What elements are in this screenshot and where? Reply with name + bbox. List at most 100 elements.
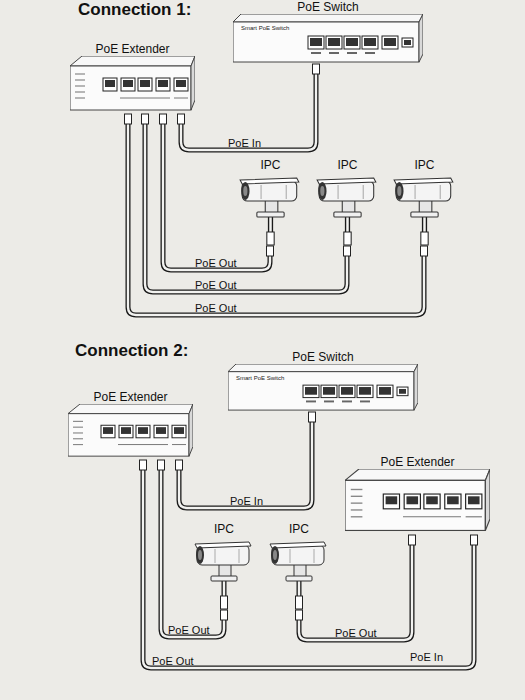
device-name: PoE Switch [208, 350, 438, 364]
cable-core [179, 422, 312, 508]
extender-node: PoE Extender [345, 455, 490, 535]
cable-plug [178, 114, 185, 124]
cable-plug [160, 114, 167, 124]
extender-illustration [345, 469, 490, 535]
camera-body [238, 172, 303, 246]
extender-drawing [68, 404, 193, 456]
extender-illustration [70, 56, 195, 114]
switch-body: Smart PoE Switch [228, 364, 418, 412]
device-name: IPC [218, 158, 323, 172]
cable-label: PoE Out [152, 655, 194, 668]
cable-plug [309, 412, 316, 422]
switch-drawing [228, 364, 418, 410]
cable-outline [179, 422, 312, 508]
camera-illustration [238, 172, 303, 246]
section-title: Connection 2: [75, 341, 188, 361]
switch-node: Smart PoE SwitchPoE Switch [233, 0, 423, 64]
cable-plug [221, 610, 228, 620]
extender-drawing [345, 469, 490, 530]
camera-node: IPC [193, 522, 255, 610]
camera-illustration [392, 172, 457, 246]
cable-outline [143, 470, 474, 668]
camera-drawing [394, 178, 453, 245]
cable-label: PoE Out [195, 257, 237, 270]
camera-illustration [315, 172, 380, 246]
cable-plug [125, 114, 132, 124]
poe-cable [176, 412, 316, 508]
poe-cable [142, 114, 351, 292]
cable-core [163, 124, 270, 270]
switch-illustration [233, 14, 423, 64]
cable-core [143, 470, 474, 668]
poe-cable [160, 114, 274, 270]
extender-body [68, 404, 193, 460]
poe-cable [140, 460, 478, 668]
device-print: Smart PoE Switch [241, 25, 289, 32]
cable-label: PoE Out [195, 279, 237, 292]
cable-outline [163, 124, 270, 270]
extender-body [345, 469, 490, 535]
camera-drawing [317, 178, 376, 245]
cable-plug [409, 535, 416, 545]
cable-label: PoE In [410, 651, 443, 664]
camera-drawing [195, 542, 251, 609]
poe-cable [178, 64, 320, 150]
cable-label: PoE In [228, 137, 261, 150]
cable-plug [344, 246, 351, 256]
extender-drawing [70, 56, 195, 110]
camera-illustration [268, 536, 330, 610]
device-name: PoE Extender [48, 390, 213, 404]
cable-outline [181, 74, 316, 150]
device-name: IPC [173, 522, 275, 536]
cable-core [161, 470, 224, 637]
cable-outline [299, 545, 412, 640]
switch-drawing [233, 14, 423, 62]
poe-cable [296, 535, 416, 640]
cable-plug [158, 460, 165, 470]
camera-node: IPC [238, 158, 303, 246]
cable-outline [128, 124, 424, 315]
camera-node: IPC [392, 158, 457, 246]
cable-core [145, 124, 347, 292]
cable-plug [176, 460, 183, 470]
device-name: IPC [295, 158, 400, 172]
cable-plug [421, 246, 428, 256]
extender-node: PoE Extender [70, 42, 195, 114]
camera-node: IPC [315, 158, 380, 246]
cable-plug [296, 610, 303, 620]
cable-plug [267, 246, 274, 256]
camera-body [315, 172, 380, 246]
camera-drawing [270, 542, 326, 609]
cable-core [128, 124, 424, 315]
cable-label: PoE Out [195, 302, 237, 315]
switch-body: Smart PoE Switch [233, 14, 423, 64]
extender-body [70, 56, 195, 114]
cable-label: PoE Out [168, 624, 210, 637]
camera-node: IPC [268, 522, 330, 610]
device-name: IPC [372, 158, 477, 172]
switch-illustration [228, 364, 418, 412]
cable-plug [140, 460, 147, 470]
device-name: PoE Extender [325, 455, 510, 469]
device-name: PoE Extender [50, 42, 215, 56]
camera-illustration [193, 536, 255, 610]
poe-cable [125, 114, 428, 315]
cable-plug [142, 114, 149, 124]
device-name: PoE Switch [213, 0, 443, 14]
cable-plug [313, 64, 320, 74]
cable-outline [145, 124, 347, 292]
cable-label: PoE In [230, 495, 263, 508]
extender-node: PoE Extender [68, 390, 193, 460]
switch-node: Smart PoE SwitchPoE Switch [228, 350, 418, 412]
device-name: IPC [248, 522, 350, 536]
camera-body [392, 172, 457, 246]
cable-core [181, 74, 316, 150]
cable-label: PoE Out [335, 627, 377, 640]
extender-illustration [68, 404, 193, 460]
cable-plug [471, 535, 478, 545]
device-print: Smart PoE Switch [236, 375, 284, 382]
section-title: Connection 1: [78, 0, 191, 20]
camera-body [193, 536, 255, 610]
